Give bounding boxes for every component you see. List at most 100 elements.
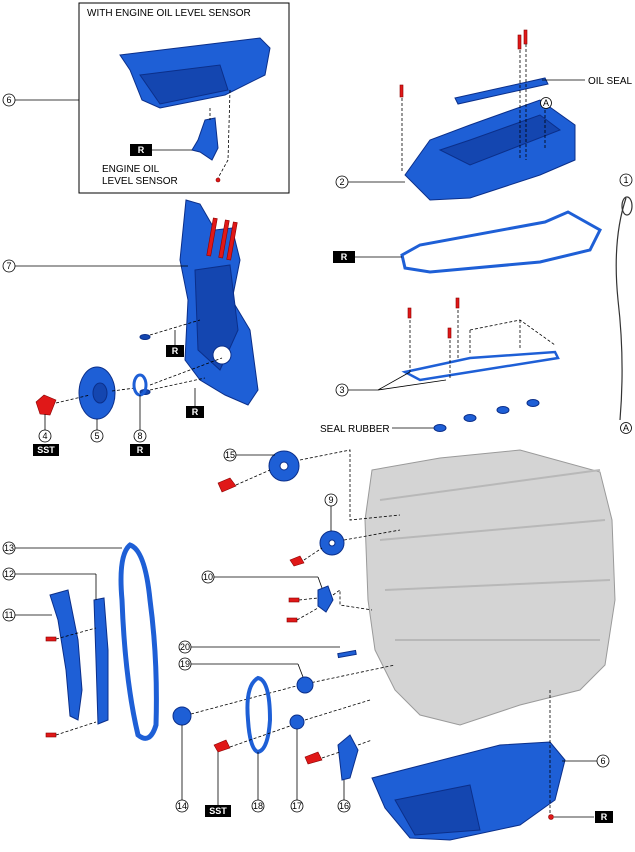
- oil-pan-sump: [394, 784, 481, 836]
- pulley-hub: [92, 382, 108, 404]
- r-tag-seal: [130, 444, 150, 456]
- tensioner-arm: [49, 589, 83, 721]
- callout-12: 12: [2, 567, 16, 581]
- inset-frame: [78, 2, 290, 194]
- callout-14: 14: [175, 799, 189, 813]
- callout-10-lead-b: [317, 576, 323, 589]
- inset-sensor-guide: [209, 89, 231, 179]
- plug-bolt-1: [407, 307, 412, 319]
- callout-6-top-text: 6: [6, 95, 11, 105]
- callout-8: 8: [133, 429, 147, 443]
- callout-6-bottom-text: 6: [600, 756, 605, 766]
- cover-bolt-a: [206, 217, 218, 257]
- callout-15-text: 15: [225, 450, 235, 460]
- crank-sprocket-axis: [190, 664, 396, 715]
- pulley-axis: [55, 357, 223, 404]
- callout-17-text: 17: [292, 801, 302, 811]
- crankshaft-pulley-bolt: [35, 394, 57, 416]
- callout-15: 15: [223, 448, 237, 462]
- sst-tag-oil-pump-text: SST: [209, 806, 227, 816]
- guide-bolt-2: [45, 732, 57, 738]
- callout-9: 9: [324, 493, 338, 507]
- cam-sprocket-axis: [235, 449, 401, 521]
- callout-2-text: 2: [339, 177, 344, 187]
- cover-bolt-3: [523, 29, 528, 45]
- ref-a-top: [540, 97, 552, 109]
- sst-tag-pulley: [33, 444, 59, 456]
- callout-11-text: 11: [4, 610, 13, 620]
- engine-oil-level-sensor: [191, 117, 219, 161]
- cover-bolt-guides: [401, 44, 546, 172]
- r-tag-gasket: [333, 251, 355, 263]
- head-cover-gasket: [400, 210, 602, 274]
- r-tag-sensor: [130, 144, 152, 156]
- r-tag-sensor-text: R: [138, 145, 145, 155]
- callout-7-text: 7: [6, 261, 11, 271]
- inset-title: WITH ENGINE OIL LEVEL SENSOR: [87, 8, 251, 19]
- intake-cam-axis: [303, 529, 401, 561]
- r-tag-seal-text: R: [137, 445, 144, 455]
- cover-bolt-c: [226, 221, 238, 261]
- seal-rubber-3: [496, 406, 510, 414]
- plug-bolt-3: [447, 327, 452, 339]
- callout-11: 11: [2, 608, 16, 622]
- cover-crank-hole: [212, 345, 232, 365]
- r-tag-cover-1: [166, 345, 184, 357]
- seal-rubber-4: [526, 399, 540, 407]
- plug-tube-guides: [409, 305, 556, 378]
- plug-bolt-2: [455, 297, 460, 309]
- pump-guide-bolt: [304, 751, 323, 765]
- callout-14-text: 14: [177, 801, 187, 811]
- tensioner-bolt-2: [286, 617, 298, 623]
- callouts: 1 2 3 4 5 6 6 7 8 9 10 11 12 13 14 15 16…: [2, 93, 633, 813]
- callout-20: 20: [178, 640, 192, 654]
- engine-oil-label: ENGINE OIL: [102, 164, 160, 175]
- oil-pump-sprocket: [289, 714, 305, 730]
- callout-19: 19: [178, 657, 192, 671]
- callout-18: 18: [251, 799, 265, 813]
- guide-bolt-guides: [55, 627, 97, 736]
- callout-3-lead-c: [377, 379, 447, 391]
- sst-tag-oil-pump: [205, 805, 231, 817]
- callout-13-text: 13: [4, 543, 14, 553]
- callout-16: 16: [337, 799, 351, 813]
- intake-cam-sprocket-hub: [328, 539, 336, 547]
- seal-rubber-1: [433, 424, 447, 432]
- callout-16-text: 16: [339, 801, 349, 811]
- callout-3-lead-b: [377, 371, 411, 391]
- oil-seal-gasket: [454, 77, 549, 105]
- ref-a-bottom: [620, 422, 632, 434]
- oil-pump-sprocket-bolt: [213, 739, 231, 753]
- r-tag-cover-1-text: R: [172, 346, 179, 356]
- timing-chain: [118, 542, 159, 741]
- callout-4: 4: [38, 429, 52, 443]
- seal-rubber-2: [463, 414, 477, 422]
- chain-tensioner: [317, 585, 334, 613]
- level-sensor-label: LEVEL SENSOR: [102, 176, 178, 187]
- dowel-pin: [337, 649, 357, 659]
- r-tag-oil-pan: [595, 811, 613, 823]
- cam-sprocket-bolt: [217, 477, 237, 493]
- tensioner-bolt-1: [288, 597, 300, 603]
- seal-rubber-label: SEAL RUBBER: [320, 424, 390, 435]
- r-tag-cover-2-text: R: [192, 407, 199, 417]
- callout-1-text: 1: [623, 175, 628, 185]
- oil-pump-chain-guide: [337, 734, 359, 781]
- callout-9-text: 9: [328, 495, 333, 505]
- callout-5-text: 5: [94, 431, 99, 441]
- dipstick-handle: [621, 196, 633, 216]
- callout-10: 10: [201, 570, 215, 584]
- callout-19-text: 19: [180, 659, 190, 669]
- cover-bolt-2: [517, 34, 522, 50]
- engine-block-detail: [379, 469, 611, 641]
- cover-bolt-guide-2: [149, 377, 206, 391]
- intake-cam-bolt: [289, 555, 305, 567]
- ref-a-bottom-text: A: [623, 423, 629, 433]
- oil-pump-axis: [229, 699, 371, 748]
- exhaust-cam-sprocket-hub: [279, 461, 289, 471]
- oil-pump-chain: [245, 675, 273, 755]
- inset-sensor-bolt: [215, 177, 221, 183]
- callout-13: 13: [2, 541, 16, 555]
- callout-2: 2: [335, 175, 349, 189]
